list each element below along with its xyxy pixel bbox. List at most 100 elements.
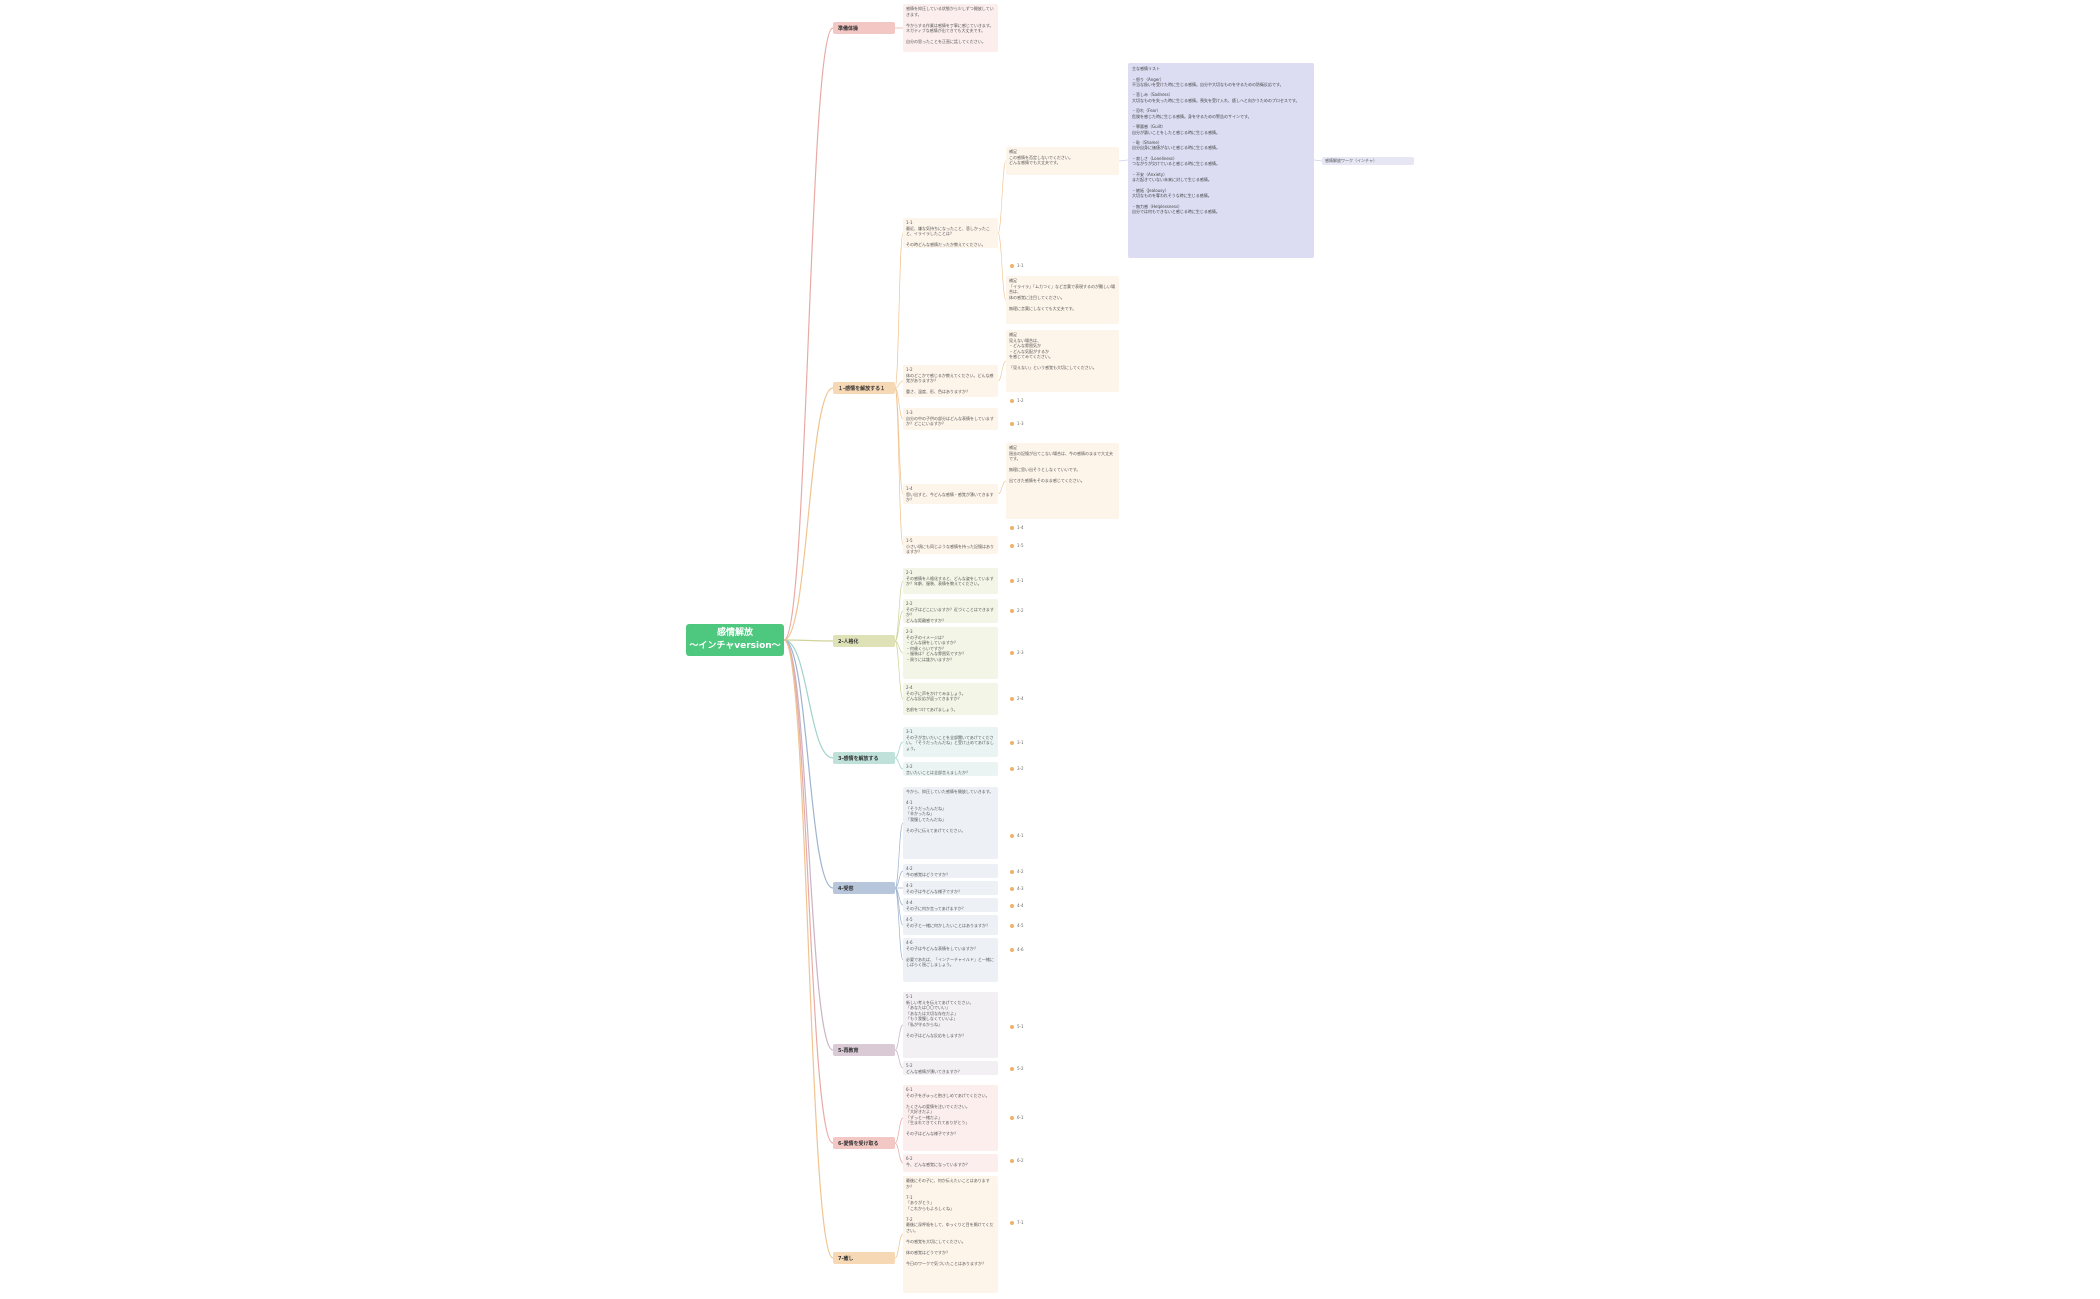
- marker-dot-icon: [1010, 834, 1014, 838]
- ref-marker[interactable]: 2-3: [1010, 650, 1024, 655]
- marker-dot-icon: [1010, 544, 1014, 548]
- ref-label: 1-5: [1017, 543, 1024, 548]
- connector-line: [997, 480, 1007, 495]
- note-node[interactable]: 4-5 その子と一緒に何かしたいことはありますか？: [903, 915, 998, 935]
- ref-marker[interactable]: 3-2: [1010, 766, 1024, 771]
- marker-dot-icon: [1010, 579, 1014, 583]
- note-node[interactable]: 3-1 その子が言いたいことを全部聞いてあげてください。「そうだったんだね」と受…: [903, 727, 998, 757]
- ref-marker[interactable]: 7-1: [1010, 1220, 1024, 1225]
- note-node[interactable]: 1-5 小さい頃にも同じような感情を持った記憶はありますか？: [903, 536, 998, 554]
- ref-label: 4-6: [1017, 947, 1024, 952]
- note-node[interactable]: 4-6 その子は今どんな表情をしていますか？ 必要であれば、「インナーチャイルド…: [903, 938, 998, 982]
- ref-label: 2-3: [1017, 650, 1024, 655]
- ref-marker[interactable]: 1-4: [1010, 525, 1024, 530]
- branch-node-6[interactable]: 6-愛情を受け取る: [833, 1137, 895, 1149]
- supplement-node[interactable]: 補足 この感情を否定しないでください。 どんな感情でも大丈夫です。: [1006, 147, 1119, 175]
- marker-dot-icon: [1010, 1025, 1014, 1029]
- marker-dot-icon: [1010, 1116, 1014, 1120]
- branch-node-1[interactable]: １-感情を解放する１: [833, 382, 895, 394]
- connector-line: [894, 1142, 904, 1164]
- note-node[interactable]: 2-1 その感情を人格化すると、どんな姿をしていますか？年齢、服装、表情を教えて…: [903, 568, 998, 594]
- connector-line: [894, 640, 904, 700]
- ref-marker[interactable]: 6-1: [1010, 1115, 1024, 1120]
- note-node[interactable]: 1-2 体のどこかで感じるか教えてください。どんな感覚がありますか？ 重さ、温度…: [903, 365, 998, 397]
- ref-label: 2-2: [1017, 608, 1024, 613]
- note-node[interactable]: 2-2 その子はどこにいますか？近づくことはできますか？ どんな距離感ですか？: [903, 599, 998, 623]
- connector-line: [783, 639, 834, 1144]
- connector-line: [894, 870, 904, 889]
- ref-marker[interactable]: 1-5: [1010, 543, 1024, 548]
- marker-dot-icon: [1010, 904, 1014, 908]
- connector-line: [894, 580, 904, 642]
- marker-dot-icon: [1010, 609, 1014, 613]
- root-node[interactable]: 感情解放 〜インチャversion〜: [686, 624, 784, 656]
- connector-line: [997, 160, 1007, 234]
- ref-label: 1-2: [1017, 398, 1024, 403]
- ref-marker[interactable]: 1-1: [1010, 263, 1024, 268]
- supplement-node[interactable]: 補足 見えない場合は、 ・どんな雰囲気か ・どんな気配がするか を感じてみてくだ…: [1006, 330, 1119, 392]
- ref-label: 5-2: [1017, 1066, 1024, 1071]
- connector-line: [894, 387, 904, 546]
- note-node[interactable]: 1-4 思い出すと、今どんな感情・感覚が湧いてきますか？: [903, 484, 998, 504]
- note-node[interactable]: 6-1 その子をぎゅっと抱きしめてあげてください。 たくさんの愛情を注いでくださ…: [903, 1085, 998, 1151]
- marker-dot-icon: [1010, 526, 1014, 530]
- marker-dot-icon: [1010, 741, 1014, 745]
- ref-label: 3-2: [1017, 766, 1024, 771]
- note-node[interactable]: 5-2 どんな感情が湧いてきますか？: [903, 1061, 998, 1075]
- connector-line: [783, 639, 834, 759]
- note-node[interactable]: 今から、抑圧していた感情を開放していきます。 4-1 「そうだったんだね」 「辛…: [903, 787, 998, 859]
- marker-dot-icon: [1010, 422, 1014, 426]
- branch-node-5[interactable]: 5-再教育: [833, 1044, 895, 1056]
- ref-marker[interactable]: 4-1: [1010, 833, 1024, 838]
- ref-marker[interactable]: 1-3: [1010, 421, 1024, 426]
- note-node[interactable]: 4-2 今の感覚はどうですか？: [903, 864, 998, 878]
- note-node[interactable]: 3-2 言いたいことは全部言えましたか？: [903, 762, 998, 776]
- tag-label[interactable]: 感情解放ワーク（インチャ）: [1322, 157, 1414, 165]
- note-node[interactable]: 6-2 今、どんな感覚になっていますか？: [903, 1154, 998, 1172]
- ref-marker[interactable]: 2-1: [1010, 578, 1024, 583]
- ref-marker[interactable]: 2-2: [1010, 608, 1024, 613]
- ref-marker[interactable]: 4-3: [1010, 886, 1024, 891]
- marker-dot-icon: [1010, 1159, 1014, 1163]
- marker-dot-icon: [1010, 870, 1014, 874]
- branch-node-3[interactable]: 3-感情を解放する: [833, 752, 895, 764]
- ref-marker[interactable]: 4-4: [1010, 903, 1024, 908]
- connector-line: [894, 387, 904, 420]
- branch-node-4[interactable]: 4-受容: [833, 882, 895, 894]
- supplement-node[interactable]: 補足 「イライラ」「ムカつく」など言葉で表現するのが難しい場合は、 体の感覚に注…: [1006, 276, 1119, 324]
- supplement-node[interactable]: 補足 過去の記憶が出てこない場合は、今の感情のままで大丈夫です。 無理に思い出そ…: [1006, 443, 1119, 519]
- branch-node-2[interactable]: 2-人格化: [833, 635, 895, 647]
- note-node[interactable]: 2-3 その子のイメージは？ ・どんな顔をしていますか？ ・何歳くらいですか？ …: [903, 627, 998, 679]
- branch-node-7[interactable]: 7-癒し: [833, 1252, 895, 1264]
- ref-marker[interactable]: 6-2: [1010, 1158, 1024, 1163]
- ref-label: 4-5: [1017, 923, 1024, 928]
- ref-marker[interactable]: 2-4: [1010, 696, 1024, 701]
- ref-marker[interactable]: 4-6: [1010, 947, 1024, 952]
- note-node[interactable]: 1-3 自分の中の子供の部分はどんな表情をしていますか？どこにいますか？: [903, 408, 998, 430]
- ref-label: 4-3: [1017, 886, 1024, 891]
- ref-marker[interactable]: 4-2: [1010, 869, 1024, 874]
- ref-label: 6-1: [1017, 1115, 1024, 1120]
- marker-dot-icon: [1010, 767, 1014, 771]
- marker-dot-icon: [1010, 948, 1014, 952]
- connector-line: [894, 1049, 904, 1069]
- note-node[interactable]: 4-3 その子は今どんな様子ですか？: [903, 881, 998, 895]
- note-node[interactable]: 最後にその子に、何か伝えたいことはありますか？ 7-1 「ありがとう」 「これか…: [903, 1176, 998, 1293]
- ref-label: 4-1: [1017, 833, 1024, 838]
- ref-marker[interactable]: 1-2: [1010, 398, 1024, 403]
- connector-line: [894, 380, 904, 389]
- ref-label: 3-1: [1017, 740, 1024, 745]
- ref-marker[interactable]: 5-2: [1010, 1066, 1024, 1071]
- ref-marker[interactable]: 4-5: [1010, 923, 1024, 928]
- note-node[interactable]: 5-1 新しい考えを伝えてあげてください。 「あなたは〇〇でいい」 「あなたは大…: [903, 992, 998, 1058]
- note-node[interactable]: 感情を抑圧している状態から少しずつ開放していきます。 今からする作業は感情を丁寧…: [903, 4, 998, 52]
- note-node[interactable]: 2-4 その子に声をかけてみましょう。 どんな反応が返ってきますか？ 名前をつけ…: [903, 683, 998, 715]
- branch-node-0[interactable]: 準備体操: [833, 22, 895, 34]
- ref-marker[interactable]: 3-1: [1010, 740, 1024, 745]
- note-node[interactable]: 1-1 最近、嫌な気持ちになったこと、悲しかったこと、イライラしたことは？ その…: [903, 218, 998, 248]
- ref-marker[interactable]: 5-1: [1010, 1024, 1024, 1029]
- connector-line: [783, 27, 834, 641]
- emotion-list-note[interactable]: 主な感情リスト ・怒り（Anger） 不当な扱いを受けた時に生じる感情。自分や大…: [1128, 63, 1314, 258]
- note-node[interactable]: 4-4 その子に何か言ってあげますか？: [903, 898, 998, 912]
